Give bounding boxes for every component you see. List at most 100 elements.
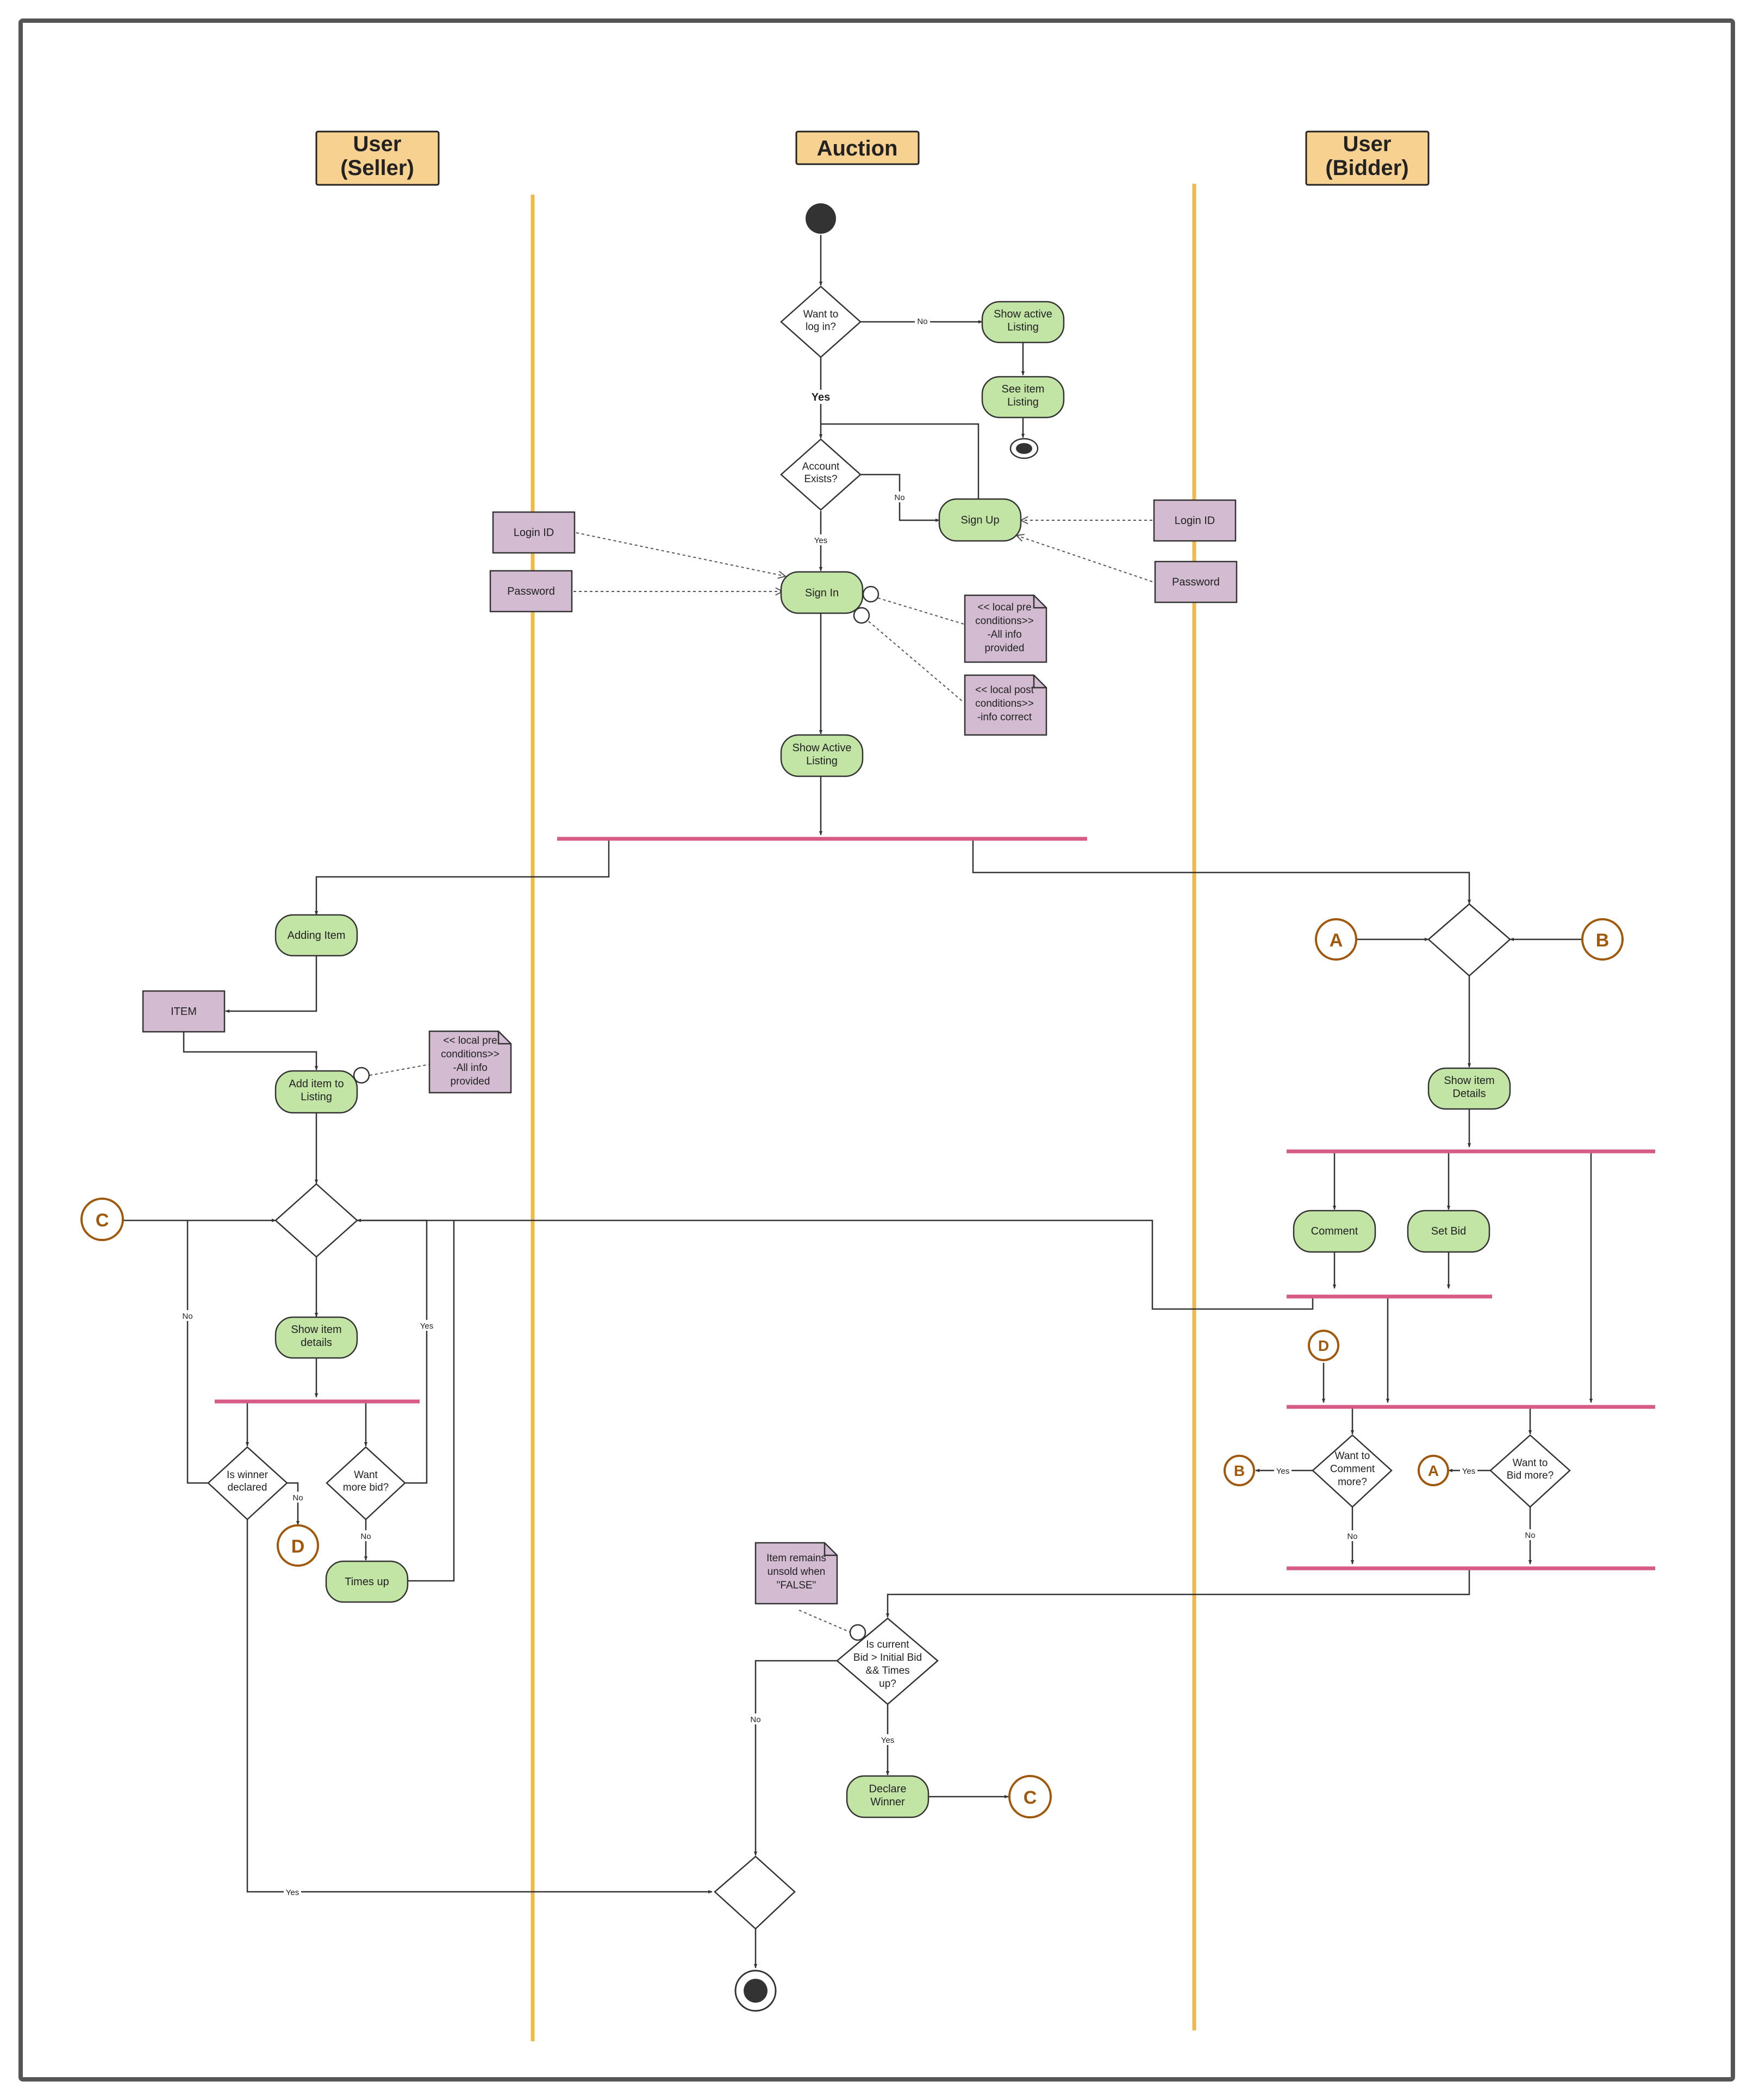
svg-text:Password: Password	[507, 585, 555, 597]
svg-text:D: D	[291, 1536, 305, 1557]
object-password-right: Password	[1154, 560, 1238, 603]
lane-header-seller: User (Seller)	[315, 130, 440, 186]
decision-final-merge	[714, 1855, 796, 1930]
svg-text:Sign In: Sign In	[805, 587, 839, 599]
svg-text:Password: Password	[1172, 576, 1220, 588]
diagram-frame	[18, 18, 1735, 2082]
connector-a-top: A	[1315, 918, 1357, 961]
svg-text:A: A	[1330, 930, 1343, 951]
edge-labels: No Yes No Yes No No Yes No Yes Yes Yes N…	[180, 315, 1538, 1897]
label-no-more-bid: No	[360, 1532, 371, 1541]
activity-set-bid: Set Bid	[1407, 1210, 1490, 1253]
final-node	[734, 1970, 777, 2012]
lane-header-auction: Auction	[795, 130, 920, 165]
note-attach-circles	[353, 585, 879, 1641]
decision-bidder-merge	[1427, 903, 1511, 977]
svg-text:A: A	[1428, 1462, 1439, 1479]
label-no-winner-loop: No	[182, 1312, 192, 1321]
label-no-bid-more: No	[1525, 1531, 1535, 1540]
label-yes-winner-final: Yes	[286, 1888, 299, 1897]
svg-text:C: C	[96, 1210, 109, 1231]
label-yes-login: Yes	[812, 391, 830, 403]
connector-a-bidder: A	[1418, 1455, 1449, 1486]
svg-text:C: C	[1024, 1787, 1037, 1808]
initial-node	[806, 203, 836, 234]
fork-bars	[215, 837, 1655, 1571]
svg-text:B: B	[1596, 930, 1609, 951]
object-password-left: Password	[489, 570, 573, 613]
lane-title-auction: Auction	[817, 136, 898, 160]
svg-text:Comment: Comment	[1311, 1225, 1358, 1237]
connector-d-seller: D	[277, 1524, 319, 1567]
svg-text:Login ID: Login ID	[1175, 515, 1215, 527]
label-yes-bid-more: Yes	[1462, 1467, 1475, 1476]
lane-header-bidder: User (Bidder)	[1305, 130, 1430, 186]
decision-seller-merge	[275, 1183, 358, 1258]
activity-adding-item: Adding Item	[275, 914, 358, 957]
svg-text:Adding Item: Adding Item	[288, 930, 346, 942]
activity-times-up: Times up	[325, 1560, 409, 1603]
label-yes-account: Yes	[814, 536, 827, 545]
label-no-current-bid: No	[750, 1715, 760, 1724]
activity-comment: Comment	[1293, 1210, 1376, 1253]
connector-b-top: B	[1581, 918, 1624, 961]
svg-text:D: D	[1318, 1337, 1329, 1354]
label-yes-comment-more: Yes	[1276, 1467, 1289, 1476]
label-yes-current-bid: Yes	[881, 1736, 894, 1745]
object-item: ITEM	[142, 990, 226, 1033]
activity-sign-in: Sign In	[780, 571, 864, 614]
lane-title-seller-line2: (Seller)	[340, 156, 414, 180]
svg-text:Set Bid: Set Bid	[1431, 1225, 1466, 1237]
svg-text:B: B	[1234, 1462, 1245, 1479]
svg-text:Login ID: Login ID	[514, 527, 554, 539]
connector-d-bidder: D	[1308, 1330, 1339, 1361]
connector-c-bottom: C	[1008, 1775, 1052, 1818]
dotted-links	[369, 520, 1153, 1634]
activity-sign-up: Sign Up	[938, 498, 1022, 542]
lane-title-bidder-line2: (Bidder)	[1325, 156, 1408, 180]
connector-b-bidder: B	[1224, 1455, 1255, 1486]
object-login-id-right: Login ID	[1153, 499, 1237, 542]
svg-text:Times up: Times up	[345, 1576, 389, 1588]
lane-title-seller-line1: User	[353, 132, 402, 156]
svg-text:ITEM: ITEM	[171, 1006, 197, 1018]
lane-title-bidder-line1: User	[1343, 132, 1392, 156]
final-node-early	[1009, 438, 1039, 459]
label-yes-more-bid: Yes	[420, 1322, 433, 1331]
label-no-login: No	[917, 317, 927, 326]
